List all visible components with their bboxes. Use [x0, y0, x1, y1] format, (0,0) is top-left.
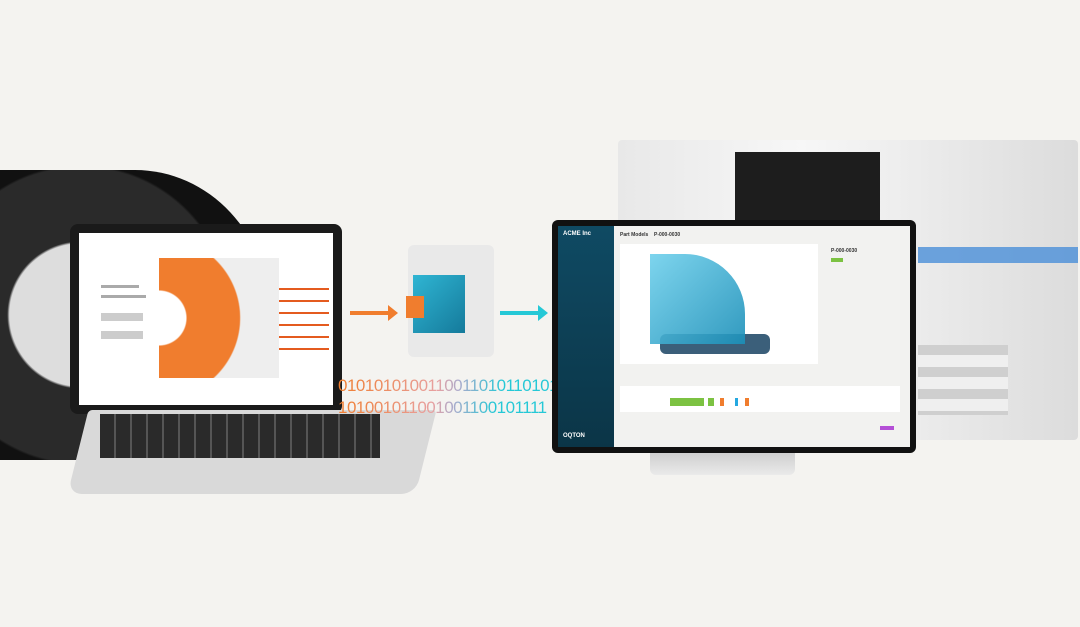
- monitor: ACME Inc OQTON Part Models P-000-0030 P-…: [552, 220, 916, 453]
- 3d-viewport[interactable]: [620, 244, 818, 364]
- status-badge: [831, 258, 843, 262]
- timeline[interactable]: [620, 386, 900, 412]
- laptop-slider[interactable]: [279, 312, 329, 314]
- arrow-right-icon: [500, 311, 540, 315]
- panel-title: P-000-0030: [831, 248, 858, 254]
- part-model: [650, 254, 745, 344]
- brand-logo: OQTON: [563, 433, 585, 439]
- printer-control-panel: [735, 152, 880, 224]
- binary-stream: 101001011001001100101111: [338, 398, 547, 417]
- laptop-dropdown[interactable]: [101, 331, 143, 339]
- binary-stream: 0101010100110011010110101: [338, 376, 559, 395]
- timeline-bar[interactable]: [670, 398, 704, 406]
- timeline-bar[interactable]: [708, 398, 714, 406]
- part-id: P-000-0030: [654, 232, 681, 238]
- status-badge: [880, 426, 894, 430]
- company-name: ACME Inc: [563, 231, 592, 237]
- cube-orange-face: [406, 296, 424, 318]
- arrowhead-icon: [538, 305, 548, 321]
- sidebar: ACME Inc OQTON: [558, 226, 614, 447]
- timeline-bar[interactable]: [735, 398, 738, 406]
- page-title: Part Models: [620, 232, 649, 238]
- arrow-right-icon: [350, 311, 390, 315]
- laptop-dropdown[interactable]: [101, 313, 143, 321]
- laptop-screen: [70, 224, 342, 414]
- laptop-slider[interactable]: [279, 288, 329, 290]
- monitor-stand: [650, 453, 795, 475]
- laptop-slider[interactable]: [279, 348, 329, 350]
- printer-stairs: [918, 345, 1008, 415]
- laptop-slider[interactable]: [279, 300, 329, 302]
- laptop-keyboard: [100, 414, 380, 458]
- printer-light-stripe: [918, 247, 1078, 263]
- cad-part-render: [159, 258, 279, 378]
- laptop-slider[interactable]: [279, 324, 329, 326]
- arrowhead-icon: [388, 305, 398, 321]
- laptop-slider[interactable]: [279, 336, 329, 338]
- laptop-text-line: [101, 285, 139, 288]
- timeline-bar[interactable]: [745, 398, 749, 406]
- laptop-text-line: [101, 295, 146, 298]
- timeline-bar[interactable]: [720, 398, 724, 406]
